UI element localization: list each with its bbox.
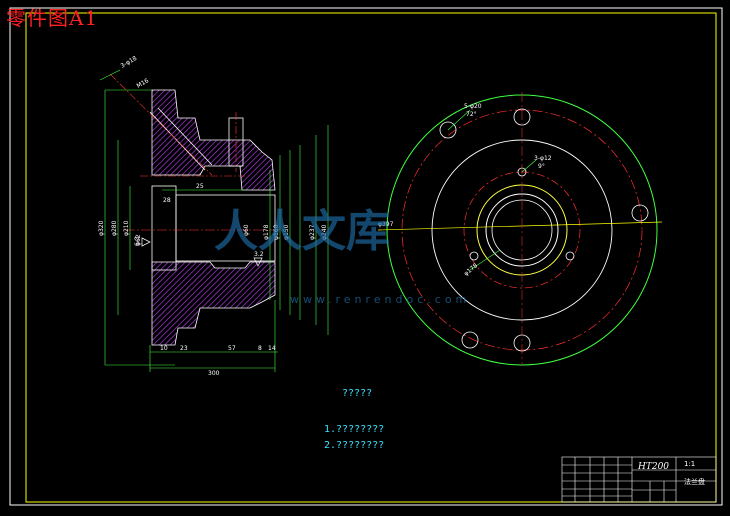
note-item-2: 2.????????	[324, 440, 385, 451]
watermark-url: www.renrendoc.com	[290, 293, 471, 306]
dim-thread: M16	[136, 77, 151, 90]
callout-outer-holes: 5-φ20	[464, 103, 482, 110]
bolt-hole	[461, 331, 479, 349]
dim-key: 28	[163, 197, 171, 204]
dim-dia-3: φ210	[123, 220, 130, 236]
dim-depth: 25	[196, 183, 204, 190]
title-block	[561, 456, 717, 503]
horizontal-centerline	[377, 221, 663, 231]
leader-line-3	[469, 249, 501, 271]
bore-inner	[175, 194, 276, 262]
outer-border	[9, 7, 723, 506]
callout-pcd-2: φ178	[463, 262, 479, 277]
section-lower	[151, 261, 276, 346]
note-item-1: 1.????????	[324, 424, 385, 435]
dim-dia-outer: φ320	[98, 220, 105, 236]
inner-hole	[469, 251, 479, 261]
dim-d: φ237	[309, 224, 316, 240]
section-upper	[151, 89, 276, 191]
dim-roughness-2: 3.2	[254, 251, 264, 258]
inner-hole	[565, 251, 575, 261]
dim-bore: φ62	[135, 234, 142, 246]
oil-hole-line-2	[157, 107, 213, 166]
bore-circle	[485, 193, 559, 267]
dim-step-2: 23	[180, 345, 188, 352]
dim-dia-2: φ280	[111, 220, 118, 236]
notes-heading: ?????	[342, 388, 373, 399]
dim-center: φ60	[243, 224, 250, 236]
dim-b: φ160	[273, 224, 280, 240]
dim-e: φ240	[321, 224, 328, 240]
dim-c: φ150	[283, 224, 290, 240]
leader-line	[447, 109, 471, 131]
title-block-part-name: 法兰盘	[684, 478, 705, 486]
callout-pcd: φ397	[378, 221, 394, 228]
sheet-title: 零件图A1	[6, 6, 99, 30]
dim-overall: 300	[208, 370, 220, 377]
dim-a: φ178	[263, 224, 270, 240]
roughness-symbol-2	[253, 257, 263, 267]
dim-lines	[99, 69, 329, 372]
front-view: 5-φ20 72° 3-φ12 9° φ397 φ178	[377, 92, 663, 366]
dim-hole-callout: 3-φ18	[120, 55, 139, 70]
roughness-symbol	[141, 237, 151, 247]
section-view: φ320 φ280 φ210 φ62 φ178 φ160 φ150 φ237 φ…	[98, 55, 329, 377]
dim-step-1: 10	[160, 345, 168, 352]
bolt-hole	[631, 204, 649, 222]
dim-step-4: 8	[258, 345, 262, 352]
title-block-scale: 1:1	[684, 460, 696, 468]
bolt-hole	[439, 121, 457, 139]
inner-border	[25, 12, 717, 503]
dim-step-3: 57	[228, 345, 236, 352]
oil-hole-center	[109, 73, 213, 176]
dim-step-5: 14	[268, 345, 276, 352]
callout-angle: 72°	[466, 111, 477, 118]
title-block-material: HT200	[638, 462, 670, 472]
callout-angle-2: 9°	[538, 163, 545, 170]
callout-inner-holes: 3-φ12	[534, 155, 552, 162]
dim-roughness: 6.3	[134, 236, 141, 246]
leader-line-2	[521, 159, 537, 173]
watermark-brand: 人人文库	[214, 206, 390, 257]
hub-circle	[431, 139, 613, 321]
